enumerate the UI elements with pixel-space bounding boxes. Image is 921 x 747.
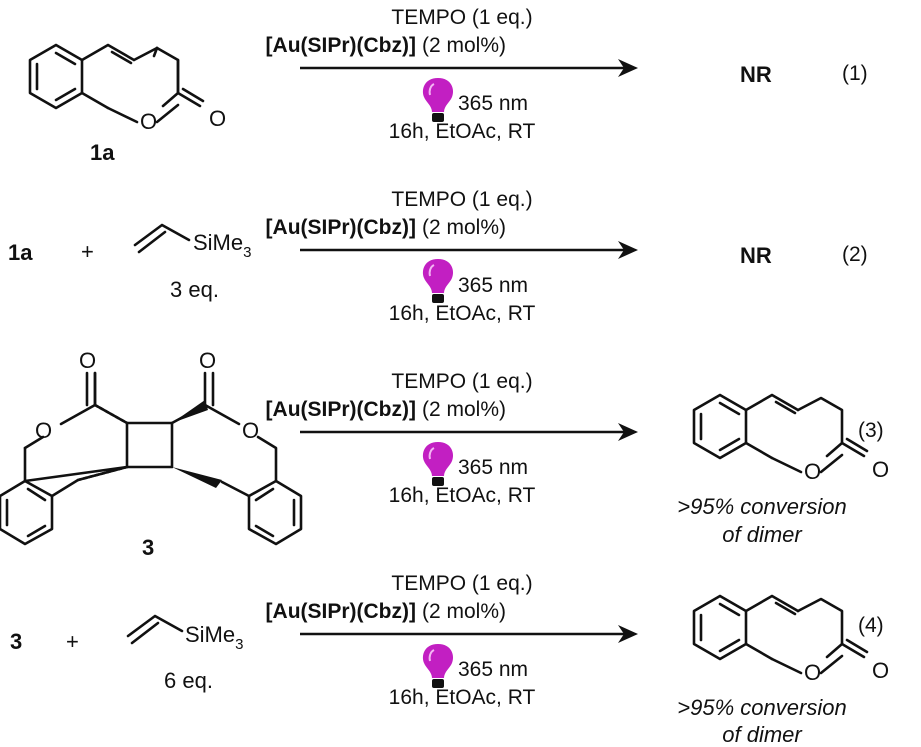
ring-oxygen-atom: O (804, 459, 821, 484)
light-bulb-icon (421, 77, 455, 123)
catalyst-loading-text: (2 mol%) (422, 600, 506, 623)
equation-number: (4) (858, 614, 884, 637)
carbonyl-oxygen-atom: O (872, 457, 889, 482)
compound-label-1a: 1a (90, 140, 115, 165)
compound-label-3: 3 (10, 629, 22, 654)
conditions-text: 16h, EtOAc, RT (389, 120, 536, 143)
equation-number: (3) (858, 419, 884, 442)
ring-oxygen-atom: O (242, 418, 259, 443)
wavelength-text: 365 nm (458, 658, 528, 681)
compound-label-3: 3 (142, 535, 154, 560)
reagent-equivalents: 6 eq. (164, 668, 213, 693)
catalyst-text: [Au(SIPr)(Cbz)] (266, 34, 416, 57)
equation-number: (1) (842, 62, 868, 85)
reagent-formula: SiMe3 (193, 230, 251, 261)
oxygen-atom: O (140, 109, 157, 134)
plus-sign: + (81, 239, 94, 264)
vinyl-trimethylsilane-structure (133, 223, 191, 254)
conditions-text: 16h, EtOAc, RT (389, 686, 536, 709)
coumarin-dimer-3-structure (0, 371, 303, 546)
wavelength-text: 365 nm (458, 92, 528, 115)
coumarin-1a-structure (28, 43, 205, 124)
carbonyl-oxygen-atom: O (209, 106, 226, 131)
catalyst-text: [Au(SIPr)(Cbz)] (266, 216, 416, 239)
reaction-2: 1a + SiMe3 3 eq. TEMPO (1 eq.) [Au(SIPr)… (8, 188, 868, 325)
conversion-note: >95% conversion (677, 494, 846, 519)
catalyst-text: [Au(SIPr)(Cbz)] (266, 600, 416, 623)
light-bulb-icon (421, 258, 455, 304)
equation-number: (2) (842, 243, 868, 266)
carbonyl-oxygen-atom: O (199, 348, 216, 373)
reaction-3: O O O O 3 TEMPO (1 eq.) [Au(SIPr)(Cbz)] … (0, 348, 889, 560)
coumarin-product-structure (692, 594, 869, 675)
conversion-note-2: of dimer (722, 522, 803, 547)
compound-label-1a: 1a (8, 240, 33, 265)
conversion-note: >95% conversion (677, 695, 846, 720)
product-nr: NR (740, 243, 772, 268)
wavelength-text: 365 nm (458, 274, 528, 297)
conversion-note-2: of dimer (722, 722, 803, 747)
carbonyl-oxygen-atom: O (872, 658, 889, 683)
reagent-equivalents: 3 eq. (170, 277, 219, 302)
reaction-4: 3 + SiMe3 6 eq. TEMPO (1 eq.) [Au(SIPr)(… (10, 572, 889, 747)
conditions-text: 16h, EtOAc, RT (389, 484, 536, 507)
reagent-text: TEMPO (1 eq.) (391, 370, 532, 393)
conditions-text: 16h, EtOAc, RT (389, 302, 536, 325)
plus-sign: + (66, 629, 79, 654)
reaction-1: O O 1a TEMPO (1 eq.) [Au(SIPr)(Cbz)] (2 … (28, 6, 868, 165)
reagent-text: TEMPO (1 eq.) (391, 188, 532, 211)
reagent-text: TEMPO (1 eq.) (391, 6, 532, 29)
catalyst-loading-text: (2 mol%) (422, 216, 506, 239)
catalyst-loading-text: (2 mol%) (422, 34, 506, 57)
light-bulb-icon (421, 441, 455, 487)
light-bulb-icon (421, 643, 455, 689)
reagent-formula: SiMe3 (185, 622, 243, 653)
vinyl-trimethylsilane-structure (126, 614, 184, 645)
coumarin-product-structure (692, 393, 869, 474)
ring-oxygen-atom: O (35, 418, 52, 443)
reagent-text: TEMPO (1 eq.) (391, 572, 532, 595)
wavelength-text: 365 nm (458, 456, 528, 479)
product-nr: NR (740, 62, 772, 87)
carbonyl-oxygen-atom: O (79, 348, 96, 373)
catalyst-loading-text: (2 mol%) (422, 398, 506, 421)
ring-oxygen-atom: O (804, 660, 821, 685)
catalyst-text: [Au(SIPr)(Cbz)] (266, 398, 416, 421)
